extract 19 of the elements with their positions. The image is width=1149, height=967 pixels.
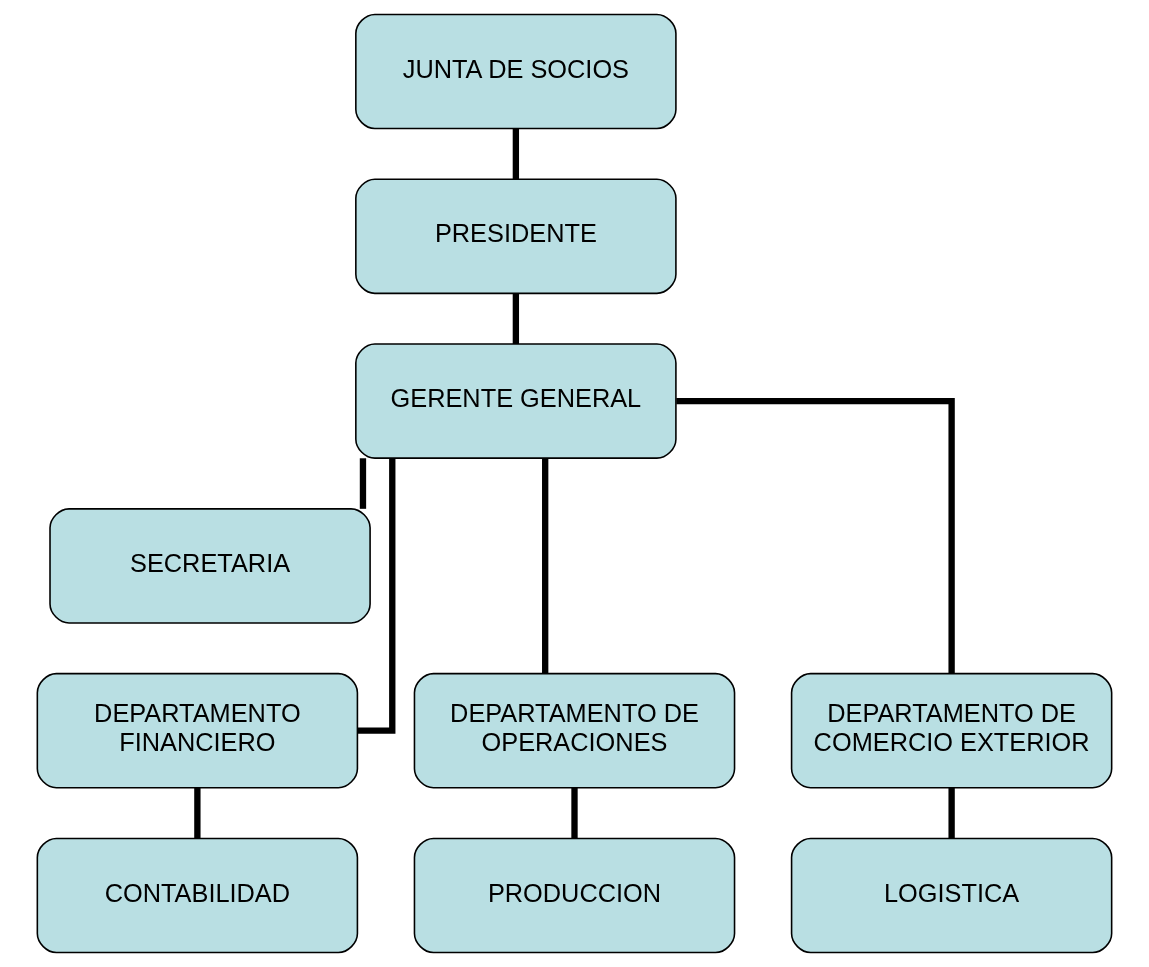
- node-box: DEPARTAMENTO FINANCIERO: [36, 672, 359, 789]
- node-box: CONTABILIDAD: [36, 837, 359, 954]
- node-box: DEPARTAMENTO DE OPERACIONES: [413, 672, 736, 789]
- node-box: PRESIDENTE: [355, 178, 677, 295]
- connector: [571, 787, 578, 839]
- node-box: DEPARTAMENTO DE COMERCIO EXTERIOR: [790, 672, 1113, 789]
- node-box: LOGISTICA: [790, 837, 1113, 954]
- connector: [357, 458, 396, 734]
- node-box: PRODUCCION: [413, 837, 736, 954]
- connector: [359, 458, 367, 509]
- connector: [512, 128, 520, 180]
- node-box: SECRETARIA: [49, 508, 371, 624]
- connector: [194, 787, 201, 839]
- connector: [512, 293, 520, 345]
- connector: [676, 397, 955, 674]
- node-box: GERENTE GENERAL: [355, 343, 677, 459]
- connector: [948, 787, 955, 839]
- node-box: JUNTA DE SOCIOS: [355, 13, 677, 130]
- connector: [542, 458, 549, 674]
